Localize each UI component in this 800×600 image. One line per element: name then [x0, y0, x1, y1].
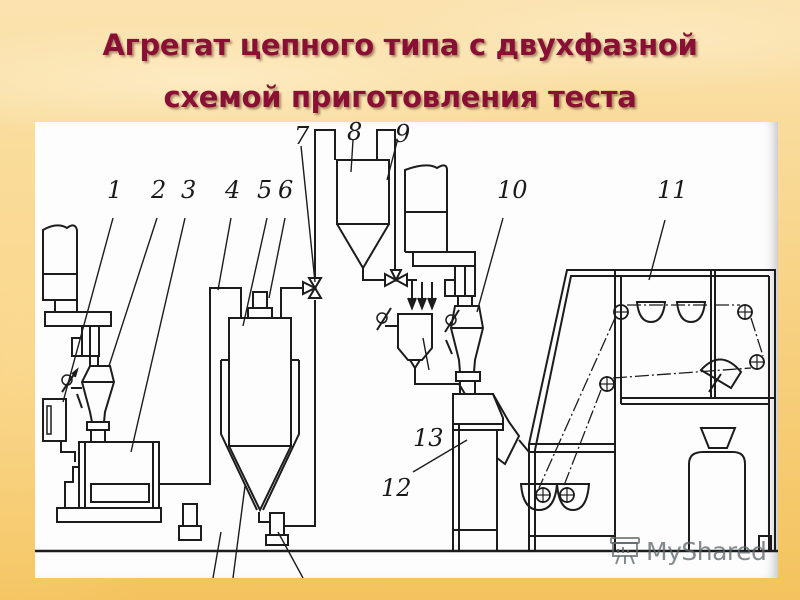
callout-8: 8: [347, 118, 363, 146]
dough-dispenser-10: [444, 305, 485, 394]
flow-regulator-valve: [61, 367, 82, 393]
callout-2: 2: [151, 176, 167, 204]
proofing-cabinet-11: [519, 269, 776, 552]
flour-hopper-right: [404, 164, 476, 306]
mixer-12: [452, 393, 530, 551]
pipe-to-tank-8: [314, 129, 336, 278]
callout-leaders: [62, 139, 666, 578]
callout-11: 11: [657, 176, 688, 204]
callout-13: 13: [413, 424, 444, 452]
callout-9: 9: [395, 120, 411, 148]
three-way-valve-7: [302, 277, 323, 299]
liquid-tank-8: [336, 129, 390, 281]
dough-dispenser-2: [76, 365, 116, 442]
fermentation-tank-5: [220, 287, 303, 513]
callout-10: 10: [497, 176, 528, 204]
valve-9: [384, 129, 417, 288]
callout-6: 6: [278, 176, 294, 204]
callout-12: 12: [381, 474, 412, 502]
equipment-schematic: 1 2 3 4 5 6 7 8 9 10 11 12 13: [35, 118, 778, 578]
pump-left: [178, 503, 202, 541]
dough-pipe-4: [159, 287, 242, 485]
return-pipe: [284, 300, 316, 527]
control-panel: [42, 398, 76, 462]
callout-5: 5: [257, 176, 273, 204]
slide-title-line-2: схемой приготовления теста: [163, 80, 637, 114]
flour-hopper-left: [42, 224, 112, 366]
callout-1: 1: [107, 176, 123, 204]
callout-3: 3: [181, 176, 197, 204]
watermark: MyShared: [608, 536, 767, 566]
dosing-tank-13: [376, 280, 466, 395]
pump-6: [258, 512, 289, 546]
callout-7: 7: [294, 122, 310, 150]
callout-4: 4: [225, 176, 241, 204]
mixer-3: [56, 441, 185, 523]
slide-title-line-1: Агрегат цепного типа с двухфазной: [102, 28, 698, 62]
presentation-board-icon: [610, 537, 640, 565]
watermark-text: MyShared: [646, 536, 767, 566]
